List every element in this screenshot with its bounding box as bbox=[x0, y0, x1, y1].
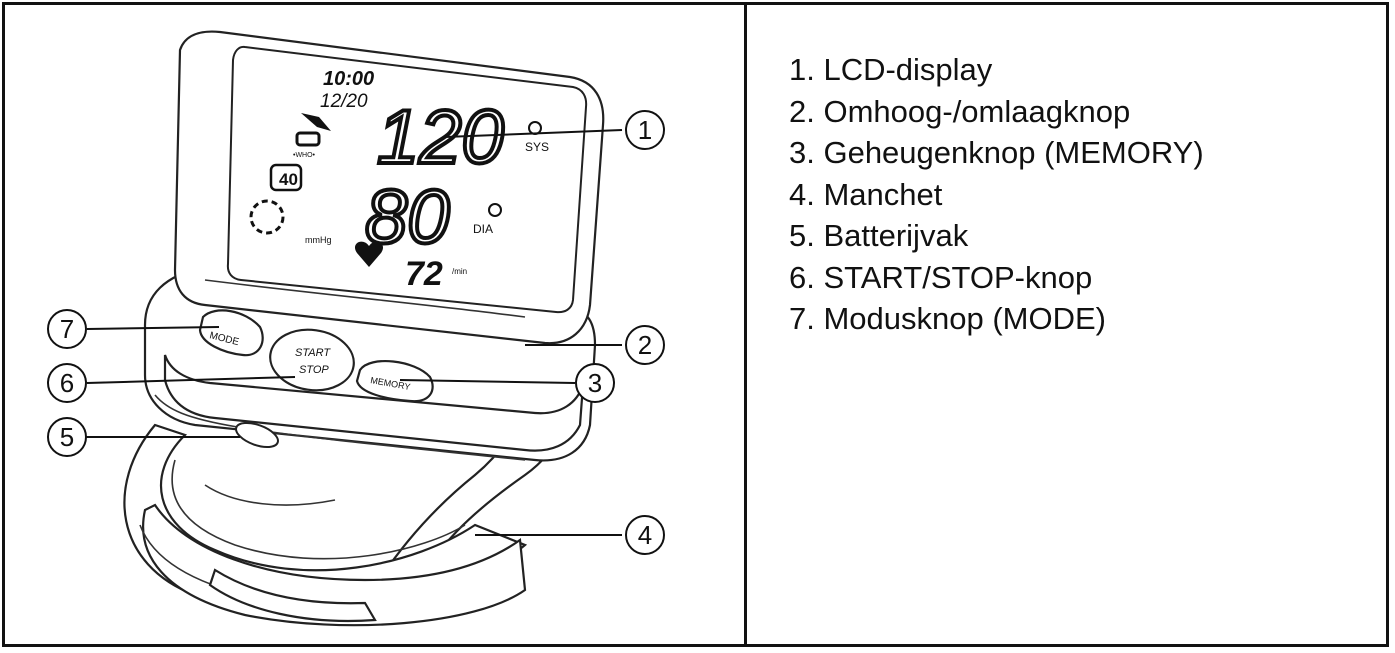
callout-5: 5 bbox=[47, 417, 87, 457]
start-button-label-line2: STOP bbox=[299, 364, 329, 376]
callout-2: 2 bbox=[625, 325, 665, 365]
callout-4: 4 bbox=[625, 515, 665, 555]
legend-item: 6. START/STOP-knop bbox=[789, 259, 1093, 295]
lcd-pulse-unit: /min bbox=[452, 267, 467, 276]
callout-6: 6 bbox=[47, 363, 87, 403]
lcd-memory-count: 40 bbox=[279, 170, 298, 189]
lcd-content: 10:00 12/20 120 SYS 80 DIA 72 /min mmHg … bbox=[249, 68, 549, 293]
leader-lines bbox=[85, 129, 623, 536]
callout-2-number: 2 bbox=[638, 330, 652, 360]
battery-indicator-icon bbox=[295, 131, 321, 147]
callout-6-number: 6 bbox=[60, 368, 74, 398]
lcd-pulse: 72 bbox=[405, 255, 443, 293]
start-stop-button[interactable]: START STOP bbox=[266, 324, 358, 395]
lcd-pressure-unit: mmHg bbox=[305, 235, 332, 245]
memory-count-frame bbox=[269, 163, 303, 192]
legend-item: 3. Geheugenknop (MEMORY) bbox=[789, 135, 1204, 170]
callout-3: 3 bbox=[575, 363, 615, 403]
diastolic-indicator-icon bbox=[488, 203, 502, 217]
lcd-systolic: 120 bbox=[377, 95, 504, 180]
callout-5-number: 5 bbox=[60, 422, 74, 452]
parts-legend: 1. LCD-display 2. Omhoog-/omlaagknop 3. … bbox=[789, 49, 1204, 340]
lcd-diastolic-unit: DIA bbox=[473, 222, 493, 236]
mode-button[interactable]: MODE bbox=[198, 309, 264, 357]
callout-7: 7 bbox=[47, 309, 87, 349]
callout-4-number: 4 bbox=[638, 520, 652, 550]
legend-item: 4. Manchet bbox=[789, 176, 943, 212]
legend-item: 1. LCD-display bbox=[789, 52, 993, 87]
whn-indicator-icon: •WHO• bbox=[293, 152, 316, 159]
legend-item: 7. Modusknop (MODE) bbox=[789, 301, 1106, 336]
arm-position-icon bbox=[249, 199, 285, 235]
legend-item: 2. Omhoog-/omlaagknop bbox=[789, 93, 1131, 129]
monitor-body bbox=[143, 30, 605, 462]
callout-3-number: 3 bbox=[588, 368, 602, 398]
legend-item: 5. Batterijvak bbox=[789, 218, 969, 253]
lcd-systolic-unit: SYS bbox=[525, 140, 549, 154]
lcd-time: 10:00 bbox=[323, 68, 374, 90]
lcd-date: 12/20 bbox=[320, 91, 368, 112]
battery-compartment bbox=[235, 421, 279, 449]
callout-7-number: 7 bbox=[60, 314, 74, 344]
callout-1-number: 1 bbox=[638, 115, 652, 145]
column-divider bbox=[744, 2, 747, 647]
heart-icon bbox=[354, 241, 384, 267]
cuff-indicator-icon bbox=[301, 113, 331, 131]
callout-1: 1 bbox=[625, 110, 665, 150]
blood-pressure-monitor-illustration: 10:00 12/20 120 SYS 80 DIA 72 /min mmHg … bbox=[47, 30, 665, 627]
start-button-label-line1: START bbox=[295, 347, 331, 359]
lcd-screen bbox=[226, 45, 588, 314]
memory-button[interactable]: MEMORY bbox=[355, 359, 434, 403]
